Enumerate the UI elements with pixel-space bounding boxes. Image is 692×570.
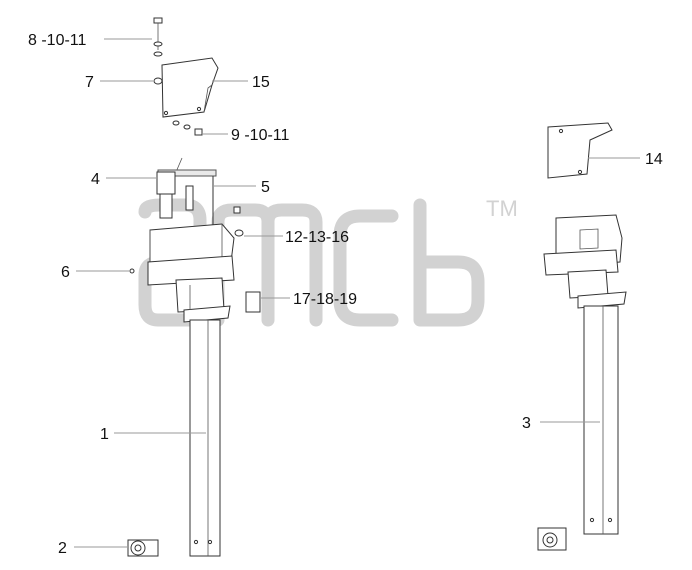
callout-9-10-11: 9 -10-11 xyxy=(231,127,290,144)
part-2-caster xyxy=(127,539,159,557)
callout-17-18-19: 17-18-19 xyxy=(293,291,357,308)
callout-12-13-16: 12-13-16 xyxy=(285,229,349,246)
callout-14: 14 xyxy=(645,151,663,168)
callout-5: 5 xyxy=(261,179,270,196)
leader-lines xyxy=(74,38,640,548)
callout-labels: 8 -10-11 7 15 9 -10-11 4 5 12-13-16 6 17… xyxy=(28,32,663,557)
callout-6: 6 xyxy=(61,264,70,281)
callout-3: 3 xyxy=(522,415,531,432)
part-8-bolt xyxy=(153,17,163,57)
part-12-fasteners xyxy=(233,206,244,237)
callout-8-10-11: 8 -10-11 xyxy=(28,32,87,49)
watermark-logo xyxy=(138,198,485,327)
callout-15: 15 xyxy=(252,74,270,91)
part-15-cover xyxy=(161,57,219,118)
part-4-actuator xyxy=(156,157,217,219)
callout-4: 4 xyxy=(91,171,100,188)
right-post-head xyxy=(543,214,627,309)
left-post-head xyxy=(147,223,261,323)
trademark-mark: TM xyxy=(486,196,518,221)
part-1-left-post xyxy=(189,319,221,557)
part-9-bolts xyxy=(172,120,203,136)
part-6-screw xyxy=(129,268,135,274)
part-7-nut xyxy=(153,77,163,85)
part-3-right-post xyxy=(583,305,619,535)
callout-7: 7 xyxy=(85,74,94,91)
part-14-cover xyxy=(547,122,613,179)
callout-1: 1 xyxy=(100,426,109,443)
right-caster xyxy=(537,527,567,551)
callout-2: 2 xyxy=(58,540,67,557)
